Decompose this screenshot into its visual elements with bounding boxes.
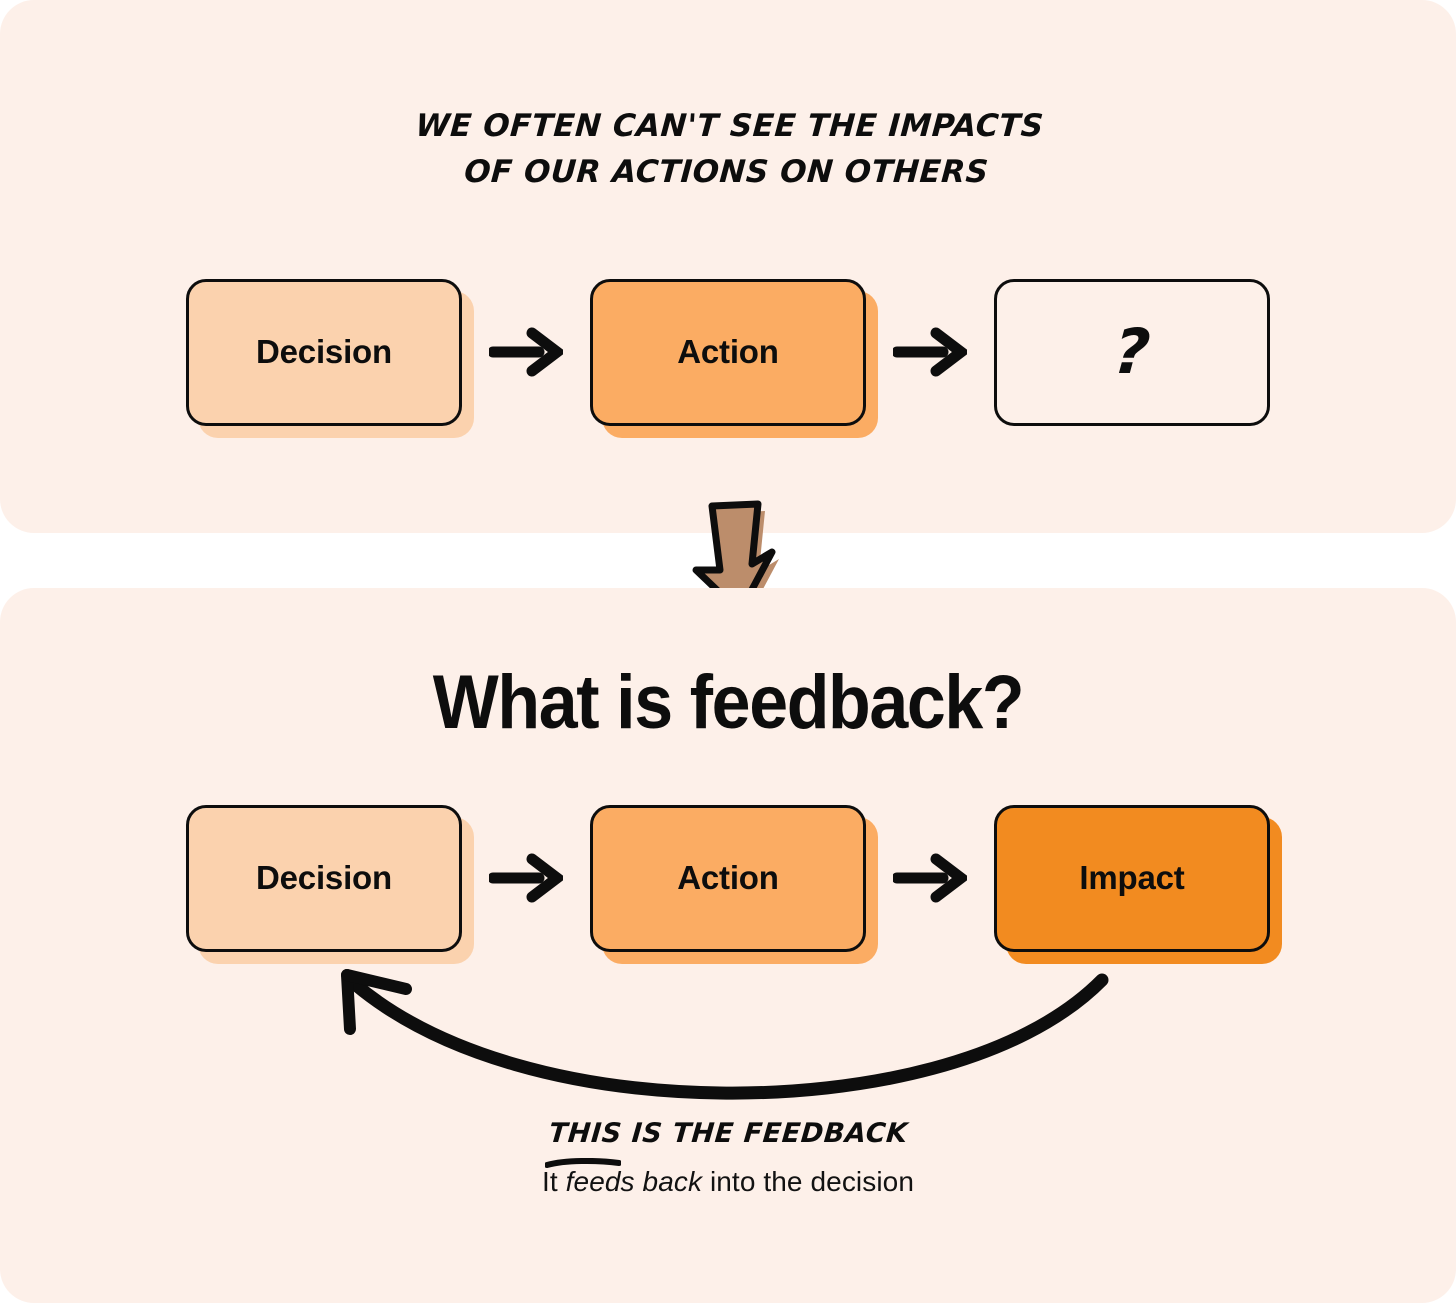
node-face: Decision <box>186 804 462 952</box>
node-decision-top[interactable]: Decision <box>186 278 474 438</box>
node-action-bottom[interactable]: Action <box>590 804 878 964</box>
node-unknown-top[interactable]: ? <box>994 278 1270 426</box>
node-label: Action <box>677 333 779 370</box>
right-arrow-icon <box>866 279 994 426</box>
top-panel-card <box>0 0 1456 533</box>
node-label: Action <box>677 859 779 896</box>
right-arrow-icon <box>462 805 590 952</box>
curved-feedback-arrow-icon <box>320 955 1140 1110</box>
question-mark-icon: ? <box>1111 315 1153 388</box>
caption-sub-suffix: into the decision <box>702 1166 914 1197</box>
node-face: Decision <box>186 278 462 426</box>
node-label: Decision <box>256 333 392 370</box>
node-action-top[interactable]: Action <box>590 278 878 438</box>
node-label: Decision <box>256 859 392 896</box>
page-title: What is feedback? <box>432 660 1025 745</box>
node-face: Action <box>590 804 866 952</box>
caption-sub-emphasis: feeds back <box>565 1166 703 1197</box>
node-impact-bottom[interactable]: Impact <box>994 804 1282 964</box>
bottom-flow-row: Decision Action Impact <box>0 788 1456 968</box>
node-face: ? <box>994 278 1270 426</box>
caption-sub-prefix: It <box>542 1166 566 1197</box>
right-arrow-icon <box>866 805 994 952</box>
headline-line-1: WE OFTEN CAN'T SEE THE IMPACTS <box>414 108 1045 144</box>
right-arrow-icon <box>462 279 590 426</box>
caption-underline-stroke <box>545 1158 621 1168</box>
caption-block: THIS IS THE FEEDBACK It feeds back into … <box>0 1118 1456 1198</box>
headline: WE OFTEN CAN'T SEE THE IMPACTS OF OUR AC… <box>0 104 1456 195</box>
node-face: Impact <box>994 804 1270 952</box>
headline-line-2: OF OUR ACTIONS ON OTHERS <box>463 153 990 190</box>
caption-headline: THIS IS THE FEEDBACK <box>547 1118 909 1149</box>
top-flow-row: Decision Action ? <box>0 262 1456 442</box>
node-label: Impact <box>1079 859 1185 896</box>
node-decision-bottom[interactable]: Decision <box>186 804 474 964</box>
caption-subtext: It feeds back into the decision <box>0 1166 1456 1198</box>
node-face: Action <box>590 278 866 426</box>
